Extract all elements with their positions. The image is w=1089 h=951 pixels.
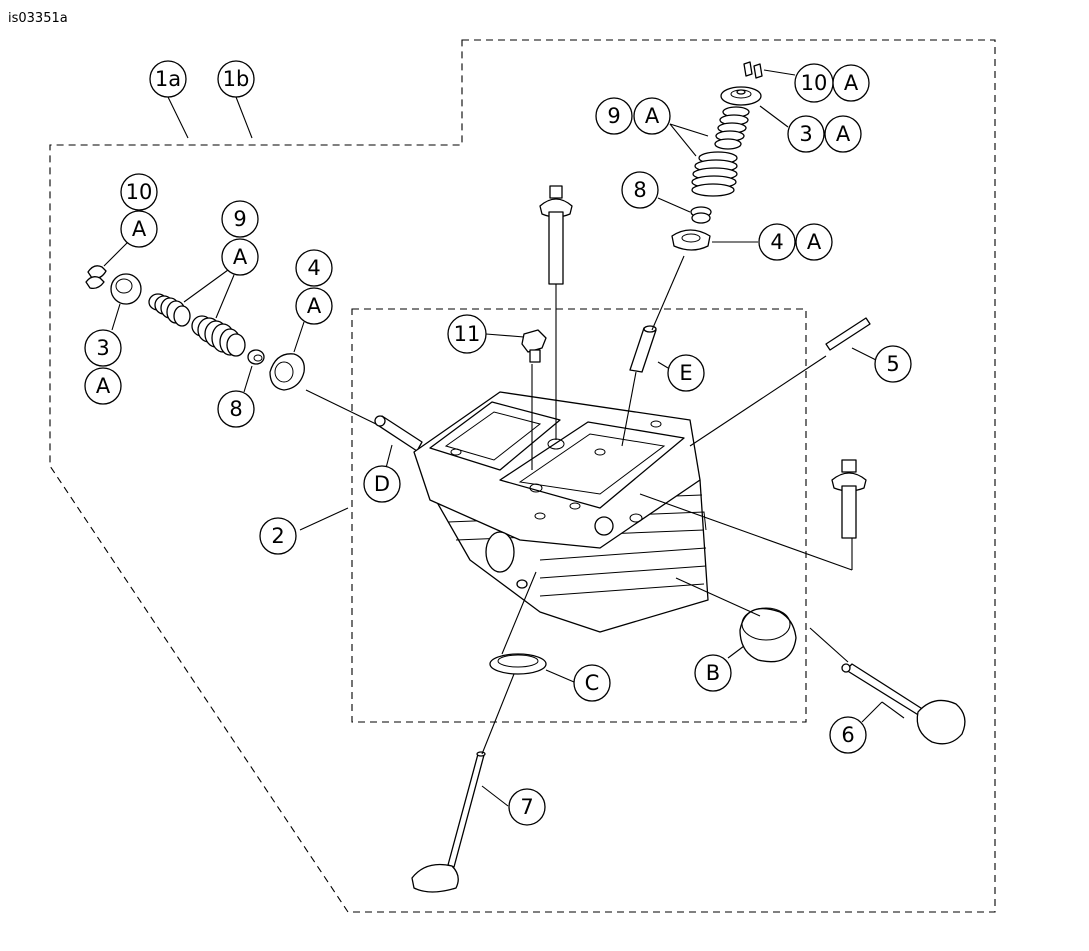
- svg-text:6: 6: [841, 723, 854, 747]
- svg-text:A: A: [233, 245, 248, 269]
- svg-text:C: C: [585, 671, 600, 695]
- right-valve-keepers: [743, 61, 763, 79]
- svg-text:A: A: [645, 104, 660, 128]
- long-head-bolt-right: [831, 459, 867, 539]
- left-inner-spring: [148, 293, 191, 327]
- svg-text:11: 11: [454, 322, 481, 346]
- intake-valve-seat-ring: [489, 653, 547, 675]
- callout-a-4-left: A: [295, 287, 333, 325]
- callout-4-right: 4: [758, 223, 796, 261]
- callout-8-right: 8: [621, 171, 659, 209]
- svg-text:8: 8: [229, 397, 242, 421]
- callout-9-left: 9: [221, 200, 259, 238]
- left-valve-guide: [374, 415, 423, 452]
- callout-c: C: [573, 664, 611, 702]
- svg-text:5: 5: [886, 352, 899, 376]
- callout-9-right: 9: [595, 97, 633, 135]
- svg-text:2: 2: [271, 524, 284, 548]
- threaded-stud: [825, 317, 871, 351]
- svg-text:B: B: [706, 661, 720, 685]
- left-spring-seat: [269, 353, 305, 391]
- exhaust-valve: [841, 663, 966, 745]
- right-inner-spring: [714, 106, 750, 150]
- right-spring-seat: [671, 229, 711, 251]
- short-bolt: [521, 329, 547, 363]
- callout-10-right: 10: [794, 63, 834, 103]
- outer-assembly-boundary: [49, 39, 996, 913]
- right-spring-cap: [720, 86, 762, 106]
- intake-valve: [411, 751, 486, 893]
- svg-text:D: D: [374, 472, 390, 496]
- callout-a-4-right: A: [795, 223, 833, 261]
- callout-4-left: 4: [295, 249, 333, 287]
- svg-text:3: 3: [799, 122, 812, 146]
- drawing-code: is03351a: [8, 11, 68, 26]
- callout-a-3-left: A: [84, 367, 122, 405]
- svg-text:1b: 1b: [223, 67, 250, 91]
- callout-d: D: [363, 465, 401, 503]
- callout-5: 5: [874, 345, 912, 383]
- inner-head-boundary: [351, 308, 807, 723]
- long-head-bolt-top: [539, 185, 573, 285]
- svg-text:A: A: [836, 122, 851, 146]
- callout-a-9-right: A: [633, 97, 671, 135]
- svg-text:9: 9: [233, 207, 246, 231]
- callout-e: E: [667, 354, 705, 392]
- callout-11: 11: [447, 314, 487, 354]
- right-outer-spring: [691, 151, 738, 197]
- svg-text:A: A: [844, 71, 859, 95]
- callout-3-right: 3: [787, 115, 825, 153]
- svg-text:1a: 1a: [155, 67, 181, 91]
- callout-1a: 1a: [149, 60, 187, 98]
- svg-text:10: 10: [126, 180, 153, 204]
- svg-text:3: 3: [96, 336, 109, 360]
- svg-text:4: 4: [770, 230, 783, 254]
- callout-2: 2: [259, 517, 297, 555]
- callout-a-3-right: A: [824, 115, 862, 153]
- left-spring-cap: [110, 273, 142, 305]
- leader-lines: [103, 69, 905, 807]
- svg-text:7: 7: [520, 795, 533, 819]
- right-valve-seal: [690, 206, 712, 224]
- callout-a-10-right: A: [832, 64, 870, 102]
- callout-6: 6: [829, 716, 867, 754]
- svg-text:A: A: [132, 217, 147, 241]
- right-valve-guide: [629, 325, 657, 373]
- callout-b: B: [694, 654, 732, 692]
- callout-a-9-left: A: [221, 238, 259, 276]
- callout-3-left: 3: [84, 329, 122, 367]
- svg-text:4: 4: [307, 256, 320, 280]
- exhaust-valve-seat-insert: [739, 607, 797, 663]
- callout-10-left: 10: [120, 173, 158, 211]
- svg-text:E: E: [679, 361, 692, 385]
- left-outer-spring: [191, 315, 246, 357]
- left-valve-keepers: [85, 265, 107, 290]
- svg-text:A: A: [807, 230, 822, 254]
- svg-text:9: 9: [607, 104, 620, 128]
- callout-a-10-left: A: [120, 210, 158, 248]
- svg-text:A: A: [307, 294, 322, 318]
- svg-text:A: A: [96, 374, 111, 398]
- callout-8-left: 8: [217, 390, 255, 428]
- callout-1b: 1b: [217, 60, 255, 98]
- left-valve-seal: [247, 349, 265, 365]
- svg-text:10: 10: [801, 71, 828, 95]
- cylinder-head: [413, 391, 709, 633]
- callout-7: 7: [508, 788, 546, 826]
- svg-text:8: 8: [633, 178, 646, 202]
